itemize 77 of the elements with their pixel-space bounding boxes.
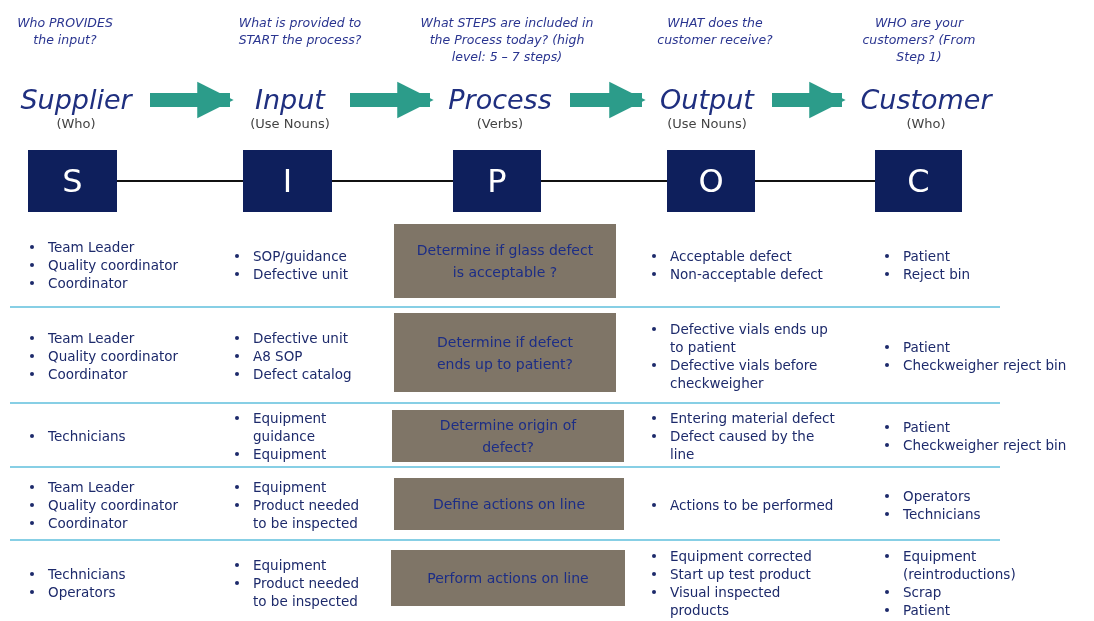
list-item: Product needed to be inspected — [253, 495, 361, 532]
list-item: Team Leader — [48, 238, 136, 256]
list-item: Technicians — [48, 565, 127, 583]
process-step-box: Determine if defect ends up to patient? — [394, 313, 616, 392]
list-item: Product needed to be inspected — [253, 574, 361, 610]
list-item: Coordinator — [48, 513, 129, 532]
list-item: SOP/guidance — [253, 247, 348, 265]
list-item: Technicians — [903, 504, 982, 523]
letter-box: P — [453, 150, 541, 212]
list-item: Coordinator — [48, 365, 129, 383]
list-item: Acceptable defect — [670, 247, 793, 265]
guiding-question: Who PROVIDES the input? — [16, 14, 114, 48]
list-item: Coordinator — [48, 274, 129, 292]
guiding-question: What is provided to START the process? — [237, 14, 363, 48]
list-item: Scrap — [903, 583, 943, 601]
process-step-box: Determine origin of defect? — [392, 410, 624, 462]
list-item: Team Leader — [48, 329, 136, 347]
column-hint: (Who) — [56, 116, 96, 132]
process-step-box: Perform actions on line — [391, 550, 625, 606]
list-item: Defective unit — [253, 329, 349, 347]
list-item: Defective vials ends up to patient — [670, 320, 829, 356]
list-item: Actions to be performed — [670, 495, 835, 514]
letter-box: S — [28, 150, 117, 212]
list-item: Operators — [48, 583, 117, 601]
column-heading: Process — [448, 84, 552, 116]
list-item: Equipment — [253, 445, 328, 463]
list-item: Visual inspected products — [670, 583, 782, 619]
list-item: Team Leader — [48, 477, 136, 496]
column-heading: Output — [660, 84, 754, 116]
list-item: Entering material defect — [670, 409, 836, 427]
arrow — [570, 81, 646, 119]
connector-line — [754, 180, 876, 182]
process-step-box: Define actions on line — [394, 478, 624, 530]
list-item: Quality coordinator — [48, 347, 180, 365]
arrow — [350, 81, 434, 119]
list-item: Equipment (reintroductions) — [903, 547, 1017, 583]
list-item: Equipment guidance — [253, 409, 328, 445]
list-item: Checkweigher reject bin — [903, 356, 1068, 374]
column-hint: (Use Nouns) — [250, 116, 330, 132]
list-item: Defect caused by the line — [670, 427, 816, 463]
list-item: Defective unit — [253, 265, 349, 283]
letter-box: I — [243, 150, 332, 212]
guiding-question: What STEPS are included in the Process today? (high level: 5 – 7 steps) — [419, 14, 595, 65]
list-item: Non-acceptable defect — [670, 265, 824, 283]
guiding-question: WHAT does the customer receive? — [656, 14, 774, 48]
process-step-box: Determine if glass defect is acceptable ? — [394, 224, 616, 298]
column-heading: Customer — [860, 84, 992, 116]
column-hint: (Who) — [906, 116, 946, 132]
list-item: Quality coordinator — [48, 495, 180, 514]
column-hint: (Use Nouns) — [667, 116, 747, 132]
list-item: Equipment — [253, 556, 328, 574]
arrow — [772, 81, 846, 119]
list-item: A8 SOP — [253, 347, 304, 365]
column-heading: Input — [255, 84, 325, 116]
list-item: Patient — [903, 338, 951, 356]
list-item: Equipment — [253, 477, 328, 496]
list-item: Patient — [903, 601, 951, 619]
list-item: Defect catalog — [253, 365, 353, 383]
guiding-question: WHO are your customers? (From Step 1) — [861, 14, 977, 65]
list-item: Operators — [903, 486, 972, 505]
list-item: Checkweigher reject bin — [903, 436, 1068, 454]
list-item: Patient — [903, 418, 951, 436]
list-item: Quality coordinator — [48, 256, 180, 274]
column-hint: (Verbs) — [476, 116, 524, 132]
list-item: Equipment corrected — [670, 547, 813, 565]
list-item: Technicians — [48, 427, 127, 445]
list-item: Defective vials before checkweigher — [670, 356, 819, 392]
letter-box: O — [667, 150, 755, 212]
connector-line — [540, 180, 668, 182]
letter-box: C — [875, 150, 962, 212]
arrow — [150, 81, 234, 119]
column-heading: Supplier — [20, 84, 132, 116]
list-item: Start up test product — [670, 565, 812, 583]
list-item: Reject bin — [903, 265, 972, 283]
list-item: Patient — [903, 247, 951, 265]
connector-line — [116, 180, 244, 182]
connector-line — [331, 180, 454, 182]
